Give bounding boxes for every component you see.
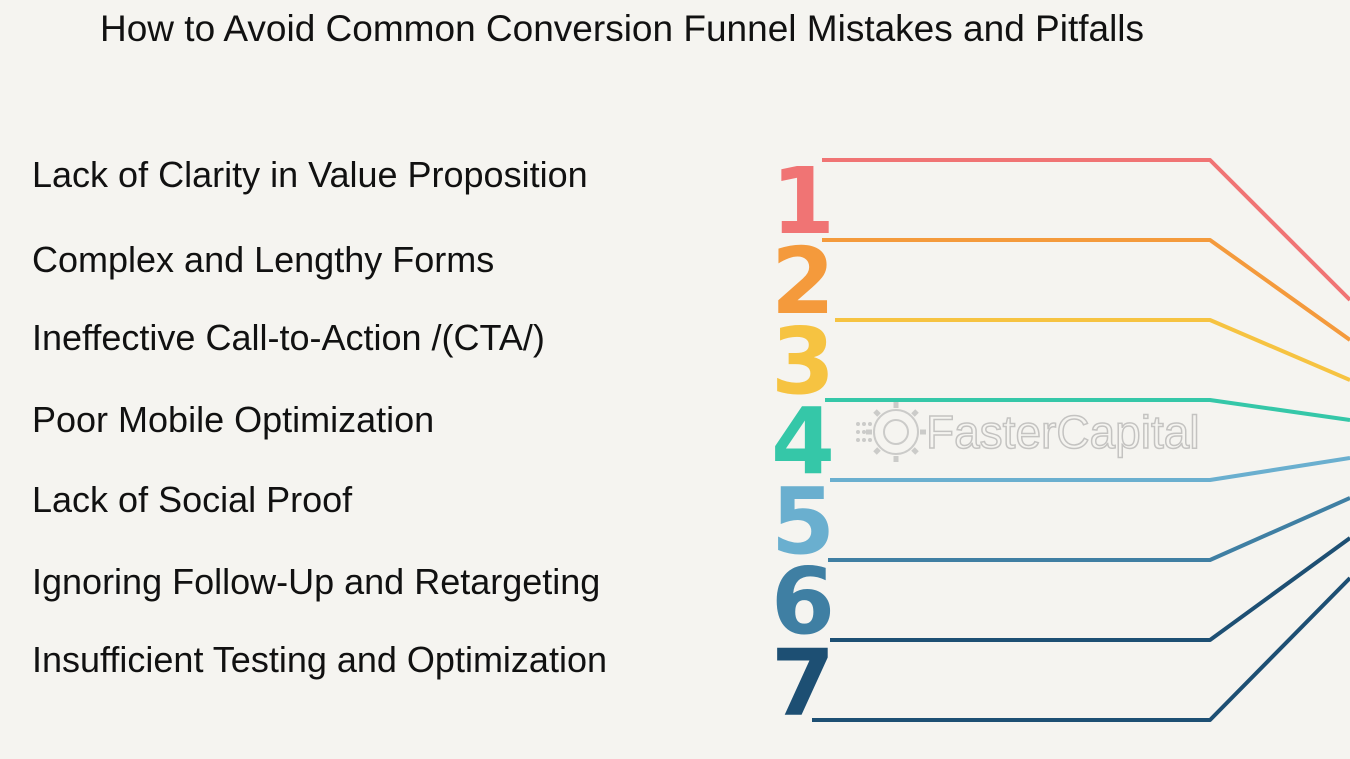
list-item: Insufficient Testing and Optimization (32, 639, 607, 680)
number-1: 1 (771, 148, 835, 255)
list-item: Poor Mobile Optimization (32, 399, 435, 440)
watermark-text: FasterCapital (926, 406, 1200, 458)
connector-line-7 (830, 536, 1350, 642)
list-item: Ineffective Call-to-Action /(CTA/) (32, 317, 545, 358)
list-item: Ignoring Follow-Up and Retargeting (32, 561, 601, 602)
connector-line-8 (812, 576, 1350, 722)
list-item: Lack of Clarity in Value Proposition (32, 154, 588, 195)
page-title: How to Avoid Common Conversion Funnel Mi… (100, 8, 1145, 49)
connector-line-2 (822, 238, 1350, 342)
connector-line-4 (825, 398, 1350, 422)
connector-line-5 (830, 456, 1350, 482)
number-2: 2 (771, 228, 835, 335)
list-item: Lack of Social Proof (32, 479, 353, 520)
number-7: 7 (771, 630, 835, 737)
number-4: 4 (771, 388, 835, 495)
list-item: Complex and Lengthy Forms (32, 239, 495, 280)
watermark: FasterCapital (856, 402, 1200, 462)
connector-line-6 (828, 496, 1350, 562)
number-5: 5 (771, 468, 835, 575)
connector-line-3 (835, 318, 1350, 382)
number-6: 6 (771, 548, 835, 655)
connector-line-1 (822, 158, 1350, 302)
number-3: 3 (771, 308, 835, 415)
gear-logo-icon (856, 402, 926, 462)
item-list: Lack of Clarity in Value Proposition Com… (32, 0, 732, 759)
